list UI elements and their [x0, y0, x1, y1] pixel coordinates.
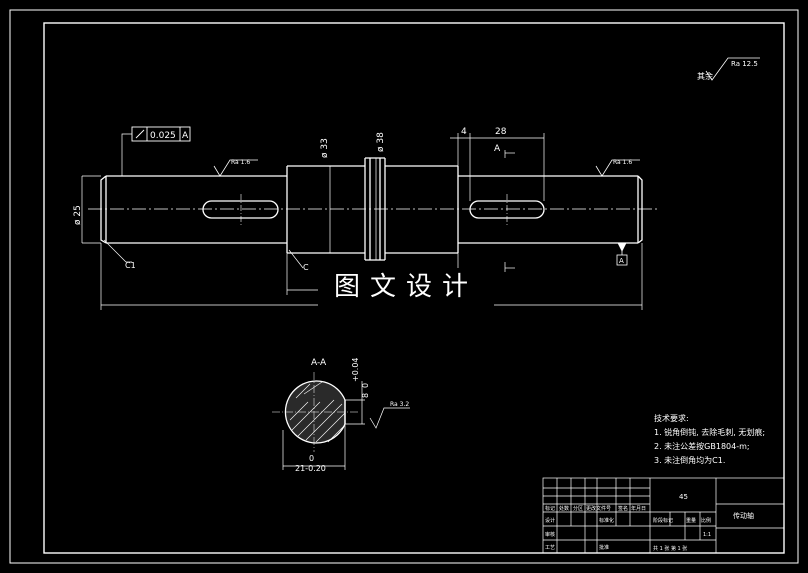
roughness-left-symbol [213, 159, 258, 177]
datum-a-label: A [619, 257, 624, 265]
title-approved: 批准 [599, 544, 609, 551]
keyway-width-value: 21-0.20 [295, 464, 326, 473]
roughness-right-symbol [595, 159, 640, 177]
title-designer: 设计 [545, 517, 555, 524]
datum-a-symbol [616, 242, 628, 266]
shaft-outline [100, 157, 643, 261]
title-block-grid [542, 477, 785, 554]
runout-datum: A [182, 131, 189, 141]
title-reviewer: 审核 [545, 531, 555, 538]
tech-requirement-item: 1. 锐角倒钝, 去除毛刺, 无划痕; [654, 428, 766, 437]
keyway-left [202, 200, 279, 219]
dim-d25: ø 25 [73, 205, 83, 225]
title-header-zone: 分区 [573, 505, 583, 512]
section-dimension-lines [282, 381, 410, 470]
chamfer-mid-label: C [303, 263, 309, 272]
global-roughness-label: Ra 12.5 [731, 60, 758, 68]
dim-28: 28 [495, 127, 507, 137]
runout-tolerance-value: 0.025 [150, 131, 176, 141]
section-view-title: A-A [311, 358, 327, 368]
title-scale-label: 比例 [701, 517, 711, 524]
keyway-depth-value: 8 [361, 393, 370, 398]
roughness-left-label: Ra 1.6 [231, 159, 250, 166]
runout-tolerance-frame [131, 126, 191, 142]
title-scale-value: 1:1 [703, 532, 711, 538]
section-roughness-label: Ra 3.2 [390, 401, 409, 408]
title-weight: 重量 [686, 517, 696, 524]
keyway-depth-upper: +0.04 [351, 357, 360, 382]
chamfer-left-label: C1 [125, 261, 136, 270]
section-cut-label: A [494, 144, 501, 154]
section-hatch [289, 381, 346, 443]
dim-4: 4 [461, 127, 467, 137]
title-process: 工艺 [545, 545, 555, 551]
keyway-depth-lower: 0 [361, 383, 370, 388]
keyway-width-upper: 0 [309, 454, 314, 463]
title-header-count: 处数 [559, 505, 569, 512]
tech-requirement-item: 3. 未注倒角均为C1. [654, 456, 726, 465]
tech-requirement-item: 2. 未注公差按GB1804-m; [654, 442, 750, 451]
roughness-right-label: Ra 1.6 [613, 159, 632, 166]
title-header-mark: 标记 [545, 505, 555, 512]
inner-border [43, 22, 785, 554]
title-header-signature: 签名 [618, 505, 628, 512]
title-standardized: 标准化 [599, 517, 614, 524]
dimension-lines [81, 133, 643, 310]
global-roughness-prefix: 其余 [697, 71, 713, 81]
title-material: 45 [679, 493, 688, 501]
title-header-change-doc: 更改文件号 [586, 505, 611, 512]
title-stage-mark: 阶段标记 [653, 517, 673, 524]
title-sheet-info: 共 1 张 第 1 张 [653, 545, 687, 552]
title-header-date: 年月日 [631, 505, 646, 512]
global-roughness-symbol [705, 57, 760, 81]
dim-d38: ø 38 [376, 132, 386, 152]
outer-border [9, 9, 799, 564]
watermark-text: 图文设计 [318, 268, 494, 306]
tech-requirements: 技术要求: 1. 锐角倒钝, 去除毛刺, 无划痕; 2. 未注公差按GB1804… [654, 412, 765, 468]
dim-d33: ø 33 [320, 138, 330, 158]
tech-requirements-title: 技术要求: [654, 414, 689, 423]
title-part-name: 传动轴 [733, 511, 754, 520]
